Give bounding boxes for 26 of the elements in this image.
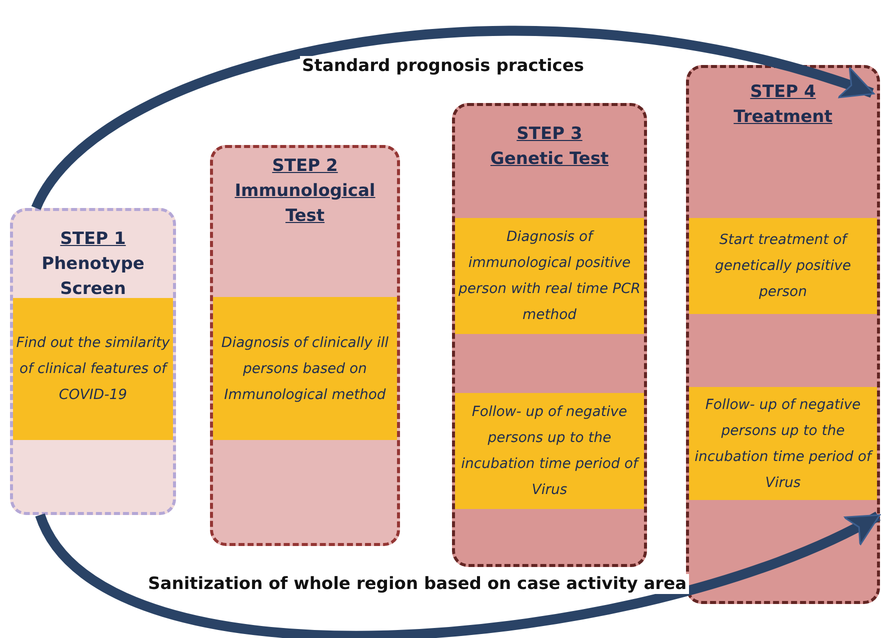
step-number: STEP 3: [516, 123, 582, 146]
step-number: STEP 4: [750, 81, 816, 104]
edge-label: Standard prognosis practices: [300, 56, 586, 76]
description-text: Follow- up of negative persons up to the incubation time period of Virus: [460, 403, 640, 500]
description-text: Diagnosis of clinically ill persons based on Immunological method: [220, 334, 390, 404]
description-band: [455, 393, 644, 509]
step-card: [686, 65, 880, 604]
step-number: STEP 2: [272, 155, 338, 178]
description-text: Follow- up of negative persons up to the incubation time period of Virus: [694, 396, 874, 492]
description-band: [689, 218, 877, 314]
edge-label: Sanitization of whole region based on case activity area: [146, 574, 689, 594]
step-title: Immunological Test: [234, 180, 376, 228]
step-title: Phenotype Screen: [40, 253, 146, 301]
description-band: [13, 298, 173, 440]
step-card: [452, 103, 647, 567]
step-title: Genetic Test: [490, 148, 609, 171]
description-band: [213, 297, 397, 440]
step-number: STEP 1: [60, 228, 126, 251]
step-title: Treatment: [734, 106, 832, 129]
step-card: [210, 145, 400, 546]
description-band: [689, 387, 877, 500]
step-card: [10, 208, 176, 515]
description-text: Diagnosis of immunological positive person with real time PCR method: [458, 228, 641, 325]
description-band: [455, 218, 644, 334]
description-text: Start treatment of genetically positive person: [714, 231, 852, 302]
description-text: Find out the similarity of clinical features of COVID-19: [16, 334, 170, 405]
